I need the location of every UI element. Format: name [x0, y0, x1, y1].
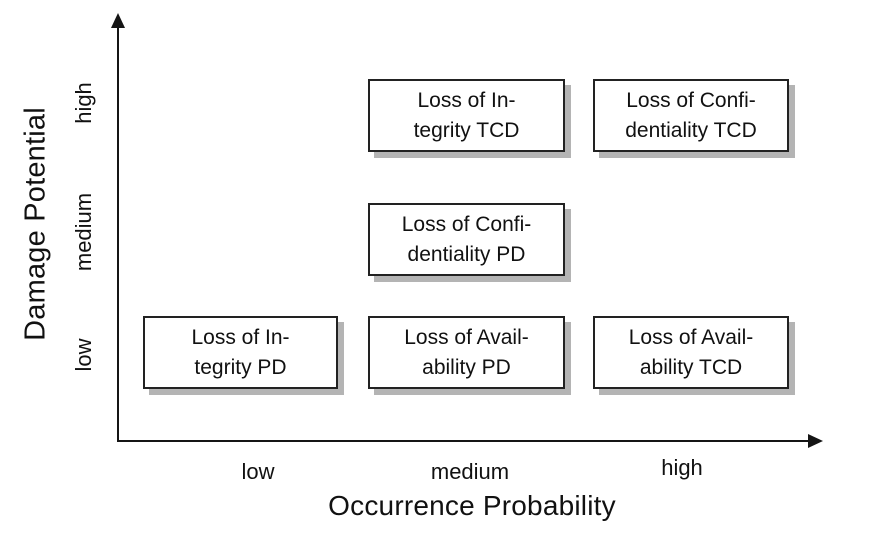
node-label-line: dentiality PD: [407, 242, 526, 266]
x-axis-title: Occurrence Probability: [328, 490, 616, 521]
chart-node-loss-of-availability-pd: Loss of Avail- ability PD: [368, 316, 565, 389]
y-tick-low: low: [71, 338, 96, 372]
y-tick-high: high: [71, 82, 96, 124]
chart-node-loss-of-integrity-tcd: Loss of In- tegrity TCD: [368, 79, 565, 152]
chart-node-loss-of-integrity-pd: Loss of In- tegrity PD: [143, 316, 338, 389]
node-label-line: Loss of Confi-: [626, 88, 756, 112]
x-tick-low: low: [241, 459, 275, 484]
y-tick-medium: medium: [71, 192, 96, 272]
node-label-line: Loss of Avail-: [628, 325, 754, 349]
node-label-line: dentiality TCD: [625, 118, 757, 142]
x-axis-line: [117, 440, 811, 442]
node-label-line: Loss of In-: [191, 325, 290, 349]
node-label-line: Loss of Confi-: [401, 212, 532, 236]
y-axis-line: [117, 22, 119, 441]
node-label-line: ability TCD: [639, 355, 743, 379]
node-label-line: ability PD: [422, 355, 511, 379]
chart-node-loss-of-availability-tcd: Loss of Avail- ability TCD: [593, 316, 789, 389]
chart-node-loss-of-confidentiality-tcd: Loss of Confi- dentiality TCD: [593, 79, 789, 152]
x-tick-medium: medium: [430, 459, 510, 484]
node-label-line: Loss of In-: [417, 88, 516, 112]
y-axis-arrowhead-icon: [111, 13, 125, 28]
x-axis-arrowhead-icon: [808, 434, 823, 448]
y-axis-title: Damage Potential: [19, 107, 52, 341]
node-label-line: Loss of Avail-: [404, 325, 529, 349]
node-label-line: tegrity TCD: [413, 118, 520, 142]
x-tick-high: high: [661, 455, 703, 480]
node-label-line: tegrity PD: [194, 355, 287, 379]
chart-node-loss-of-confidentiality-pd: Loss of Confi- dentiality PD: [368, 203, 565, 276]
